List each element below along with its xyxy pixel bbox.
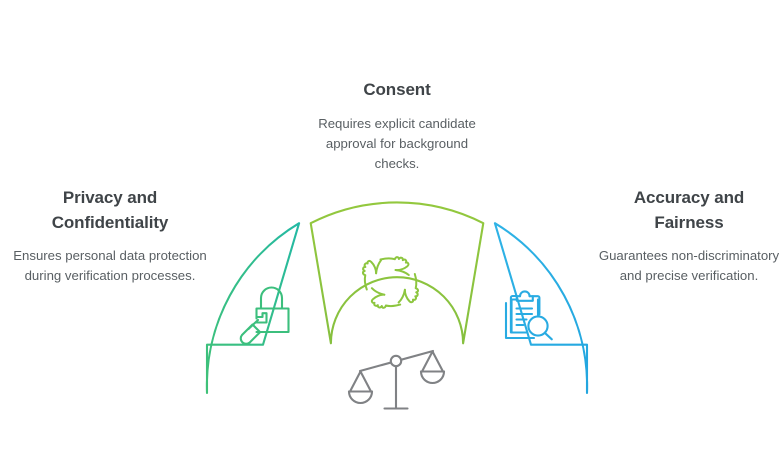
segment-consent-outline bbox=[309, 201, 485, 345]
callout-privacy-body: Ensures personal data protection during … bbox=[13, 248, 207, 284]
segment-privacy[interactable] bbox=[205, 217, 301, 395]
segment-privacy-hit[interactable] bbox=[207, 217, 299, 393]
segment-accuracy[interactable] bbox=[493, 222, 589, 395]
callout-consent: Consent Requires explicit candidate appr… bbox=[297, 78, 497, 174]
callout-consent-heading: Consent bbox=[363, 80, 431, 99]
segment-accuracy-outline bbox=[493, 222, 589, 395]
segment-consent[interactable] bbox=[309, 201, 485, 345]
segment-privacy-outline bbox=[205, 222, 301, 395]
balance-scales-icon bbox=[347, 349, 446, 410]
fan-diagram bbox=[186, 186, 606, 416]
segment-consent-hit[interactable] bbox=[311, 202, 484, 343]
clipboard-magnifier-icon bbox=[504, 290, 553, 341]
callout-accuracy-heading: Accuracy and Fairness bbox=[633, 188, 745, 232]
callout-accuracy: Accuracy and Fairness Guarantees non-dis… bbox=[598, 186, 780, 286]
callout-privacy: Privacy and Confidentiality Ensures pers… bbox=[12, 186, 208, 286]
segment-accuracy-hit[interactable] bbox=[495, 223, 587, 393]
callout-consent-body: Requires explicit candidate approval for… bbox=[318, 115, 476, 171]
interlocking-hands-pinwheel-icon bbox=[361, 256, 419, 309]
callout-accuracy-body: Guarantees non-discriminatory and precis… bbox=[598, 248, 780, 284]
callout-privacy-heading: Privacy and Confidentiality bbox=[51, 188, 169, 232]
padlock-with-key-icon bbox=[239, 286, 290, 345]
